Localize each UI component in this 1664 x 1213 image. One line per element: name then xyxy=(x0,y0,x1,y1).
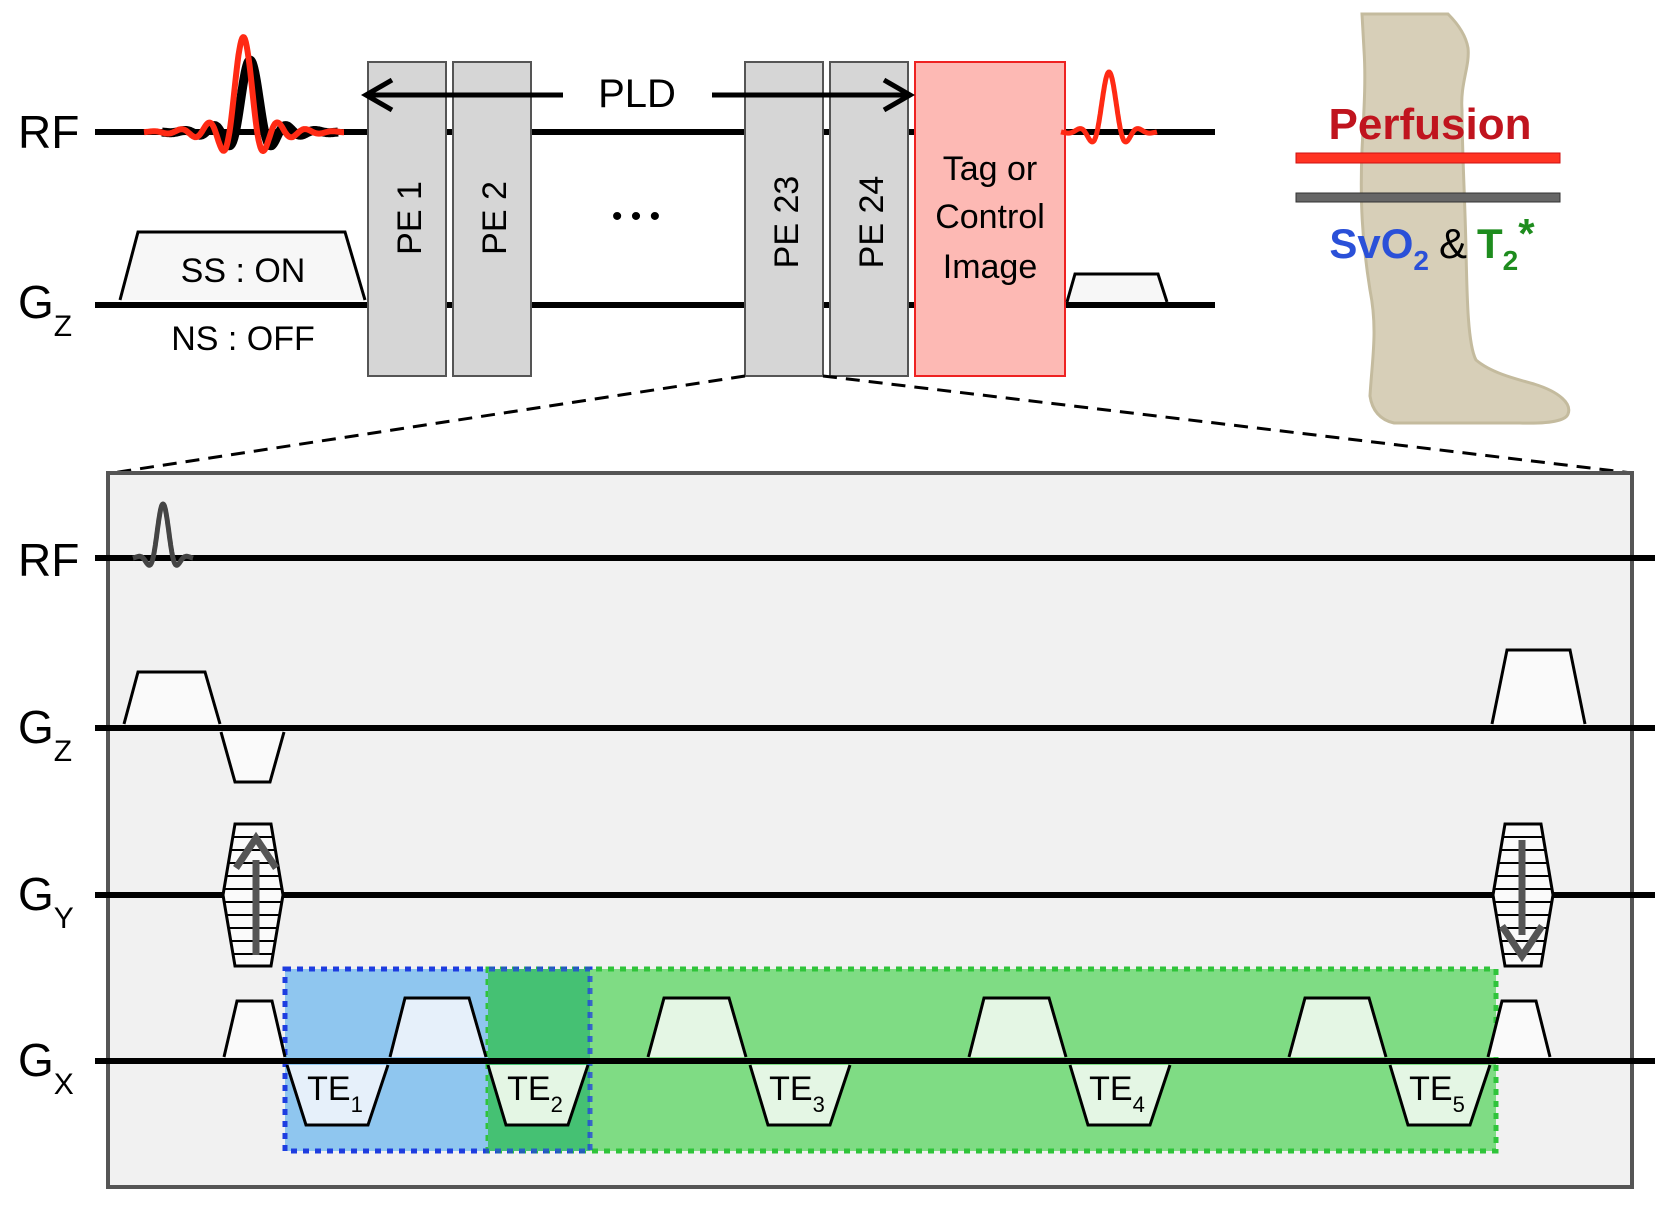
pe-block-2 xyxy=(452,61,532,377)
pe-label-1: PE 1 xyxy=(391,181,429,255)
gz-rephase xyxy=(219,731,286,784)
gx-neg-lobe-4 xyxy=(1068,1064,1172,1127)
gx-pos-lobe-3 xyxy=(967,996,1068,1058)
pe-block-24 xyxy=(829,61,909,377)
bottom-gx-label: GX xyxy=(18,1034,74,1101)
pld-arrowhead-right xyxy=(882,77,916,113)
pe-label-24: PE 24 xyxy=(853,176,891,269)
zoom-line-left xyxy=(111,374,746,475)
bottom-rf-label: RF xyxy=(18,534,79,586)
gx-neg-lobe-2 xyxy=(486,1064,590,1127)
gx-pos-lobe-1 xyxy=(388,996,488,1058)
bottom-sequence: RF GZ GY GX xyxy=(18,471,1655,1189)
leg-illustration: Perfusion SvO2&T2* xyxy=(1295,12,1571,425)
perfusion-label: Perfusion xyxy=(1329,100,1532,149)
pe-block-1 xyxy=(367,61,447,377)
te1-label: TE1 xyxy=(307,1070,363,1117)
gx-neg-lobe-3 xyxy=(748,1064,852,1127)
gx-neg-lobe-1 xyxy=(285,1064,390,1127)
svo2-t2-label: SvO2&T2* xyxy=(1329,210,1535,276)
ns-label: NS : OFF xyxy=(171,320,315,358)
bottom-gz-label: GZ xyxy=(18,701,72,768)
pld-label: PLD xyxy=(598,72,676,116)
bottom-gy-label: GY xyxy=(18,868,74,935)
pe-block-23 xyxy=(744,61,824,377)
small-gz-trapezoid xyxy=(1065,272,1169,303)
leg-shape xyxy=(1359,12,1571,425)
inversion-pulse-red xyxy=(141,34,347,154)
ss-gradient-trapezoid xyxy=(118,230,367,301)
gx-prephase xyxy=(222,999,287,1058)
top-rf-label: RF xyxy=(18,106,79,158)
tag-line-3: Image xyxy=(943,248,1038,286)
top-sequence: RF GZ SS : ON NS : OFF PE 1 PE 2 PE 23 P… xyxy=(18,34,1215,377)
top-gz-label: GZ xyxy=(18,276,72,343)
tag-line-1: Tag or xyxy=(943,150,1038,188)
tag-line-2: Control xyxy=(935,198,1045,236)
te2-label: TE2 xyxy=(507,1070,563,1117)
zoom-line-right xyxy=(822,374,1633,475)
svo2-slice-line xyxy=(1295,192,1561,203)
gx-pos-lobe-4 xyxy=(1287,996,1388,1058)
gy-arrow-up xyxy=(233,831,279,955)
gx-spoiler xyxy=(1486,999,1552,1058)
gz-spoiler xyxy=(1490,648,1587,725)
pld-arrowhead-left xyxy=(360,77,394,113)
ss-label: SS : ON xyxy=(181,252,306,290)
excitation-rf-pulse xyxy=(130,501,196,568)
gx-pos-lobe-2 xyxy=(646,996,748,1058)
ellipsis: • • • xyxy=(612,200,660,233)
pe-label-23: PE 23 xyxy=(768,176,806,269)
gz-slice-select xyxy=(122,670,222,725)
readout-rf-pulse-red xyxy=(1058,69,1160,145)
te5-label: TE5 xyxy=(1409,1070,1465,1117)
pe-label-2: PE 2 xyxy=(476,181,514,255)
te4-label: TE4 xyxy=(1089,1070,1145,1117)
gy-arrow-down xyxy=(1499,840,1545,963)
gx-neg-lobe-5 xyxy=(1388,1064,1492,1127)
te3-label: TE3 xyxy=(769,1070,825,1117)
perfusion-slice-line xyxy=(1295,152,1561,164)
tag-control-block xyxy=(914,61,1066,377)
